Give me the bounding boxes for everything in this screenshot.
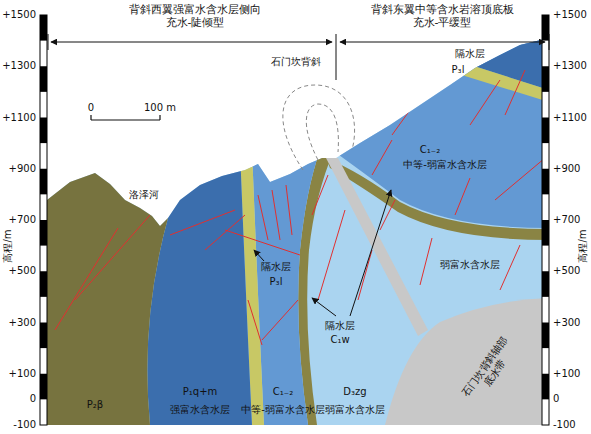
title-text: 背斜东翼中等含水岩溶顶底板 充水-平缓型 [366,3,518,29]
axis-label: 0 [30,393,36,405]
axis-label: +900 [553,163,580,175]
axis-label: +700 [9,214,36,226]
axis-label: +300 [553,317,580,329]
axis-label: +1300 [553,60,587,72]
strata [40,0,560,434]
leader-arrows [254,190,391,316]
aquifer-label: 中等-弱富水含水层 [403,159,487,171]
aquiclude-label: 隔水层 [455,48,485,60]
elevation-bars [40,15,549,425]
axis-label: +500 [9,265,36,277]
stratum-code: C₁w [330,334,349,346]
axis-label: +1100 [553,112,587,124]
aquifer-label: 中等-弱富水含水层 [241,404,325,416]
stratum-code: C₁₋₂ [273,386,293,398]
structure-name: 石门坎背斜 [271,56,321,68]
stratum-code: C₁₋₂ [420,144,440,156]
section-span [48,34,549,80]
scale-label: 0 [88,102,94,114]
axis-title: 高程/m [2,229,14,262]
axis-label: +900 [9,163,36,175]
title-text: 背斜西翼强富水含水层侧向 充水-陡倾型 [125,3,265,29]
stratum-code: P₂β [87,399,103,411]
axis-label: +700 [553,214,580,226]
aquiclude-label: 隔水层 [261,261,291,273]
eroded-anticline-outline [283,85,355,170]
stratum-code: D₃zg [343,386,366,398]
aquiclude-label: 隔水层 [325,320,355,332]
axis-label: +300 [9,317,36,329]
scale-bar [91,115,160,120]
axis-label: +1300 [2,60,36,72]
stratum-code: P₃l [452,64,465,76]
axis-label: +500 [553,265,580,277]
stratum-code: P₁q+m [183,386,218,398]
axis-label: +1100 [2,112,36,124]
stratum-code: P₃l [270,276,283,288]
axis-label: +100 [553,368,580,380]
axis-title: 高程/m [577,229,589,262]
axis-label: +1500 [2,9,36,21]
aquifer-label: 弱富水含水层 [325,404,385,416]
axis-label: -100 [13,419,36,431]
scale-label: 100 m [144,102,176,114]
axis-label: 0 [553,393,559,405]
axis-label: -100 [553,419,576,431]
axis-label: +1500 [553,9,587,21]
axis-label: +100 [9,368,36,380]
aquifer-label: 弱富水含水层 [440,259,500,271]
river-name: 洛泽河 [129,189,159,201]
aquifer-label: 强富水含水层 [170,404,230,416]
